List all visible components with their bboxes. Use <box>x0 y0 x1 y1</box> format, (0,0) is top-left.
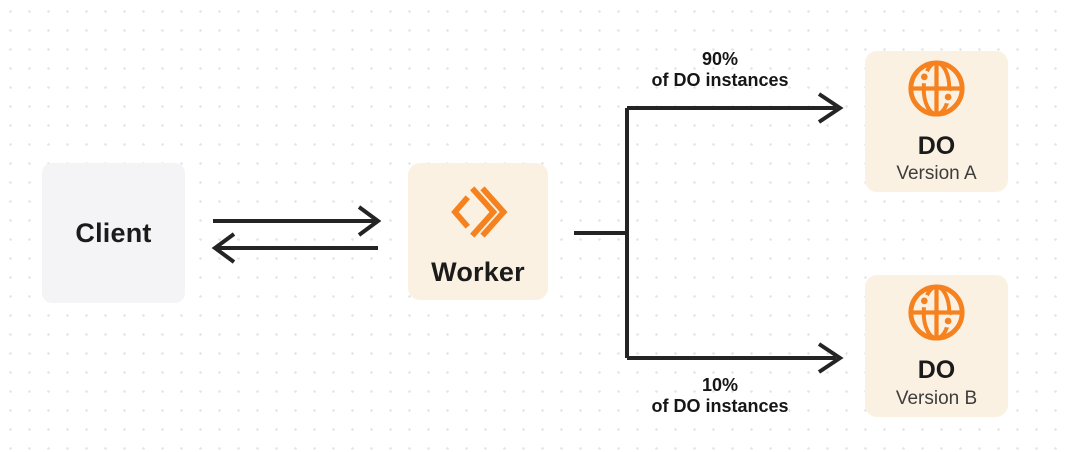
worker-label: Worker <box>431 257 525 287</box>
edge-label-10-line1: 10% <box>701 375 739 395</box>
node-client: Client <box>42 163 185 303</box>
node-do-version-a: DO Version A <box>865 51 1008 192</box>
worker-to-client-arrow <box>211 232 378 264</box>
do-b-subtitle: Version B <box>895 387 978 409</box>
node-worker: Worker <box>408 163 548 300</box>
edge-label-10-percent: 10% of DO instances <box>590 375 850 417</box>
do-a-title: DO <box>917 131 956 160</box>
edge-label-90-line1: 90% <box>701 49 739 69</box>
edge-label-10-line2: of DO instances <box>651 396 789 416</box>
edge-label-90-percent: 90% of DO instances <box>590 49 850 91</box>
node-do-version-b: DO Version B <box>865 275 1008 417</box>
globe-icon <box>908 60 965 117</box>
do-b-title: DO <box>917 356 956 385</box>
globe-icon <box>908 284 965 341</box>
client-to-worker-arrow <box>213 205 382 237</box>
client-label: Client <box>75 217 152 248</box>
branch-line <box>574 108 629 358</box>
edge-label-90-line2: of DO instances <box>651 70 789 90</box>
workers-chevrons-icon <box>451 186 508 238</box>
do-a-subtitle: Version A <box>896 163 977 185</box>
arrow-to-version-b <box>627 342 844 374</box>
arrow-to-version-a <box>627 92 844 124</box>
